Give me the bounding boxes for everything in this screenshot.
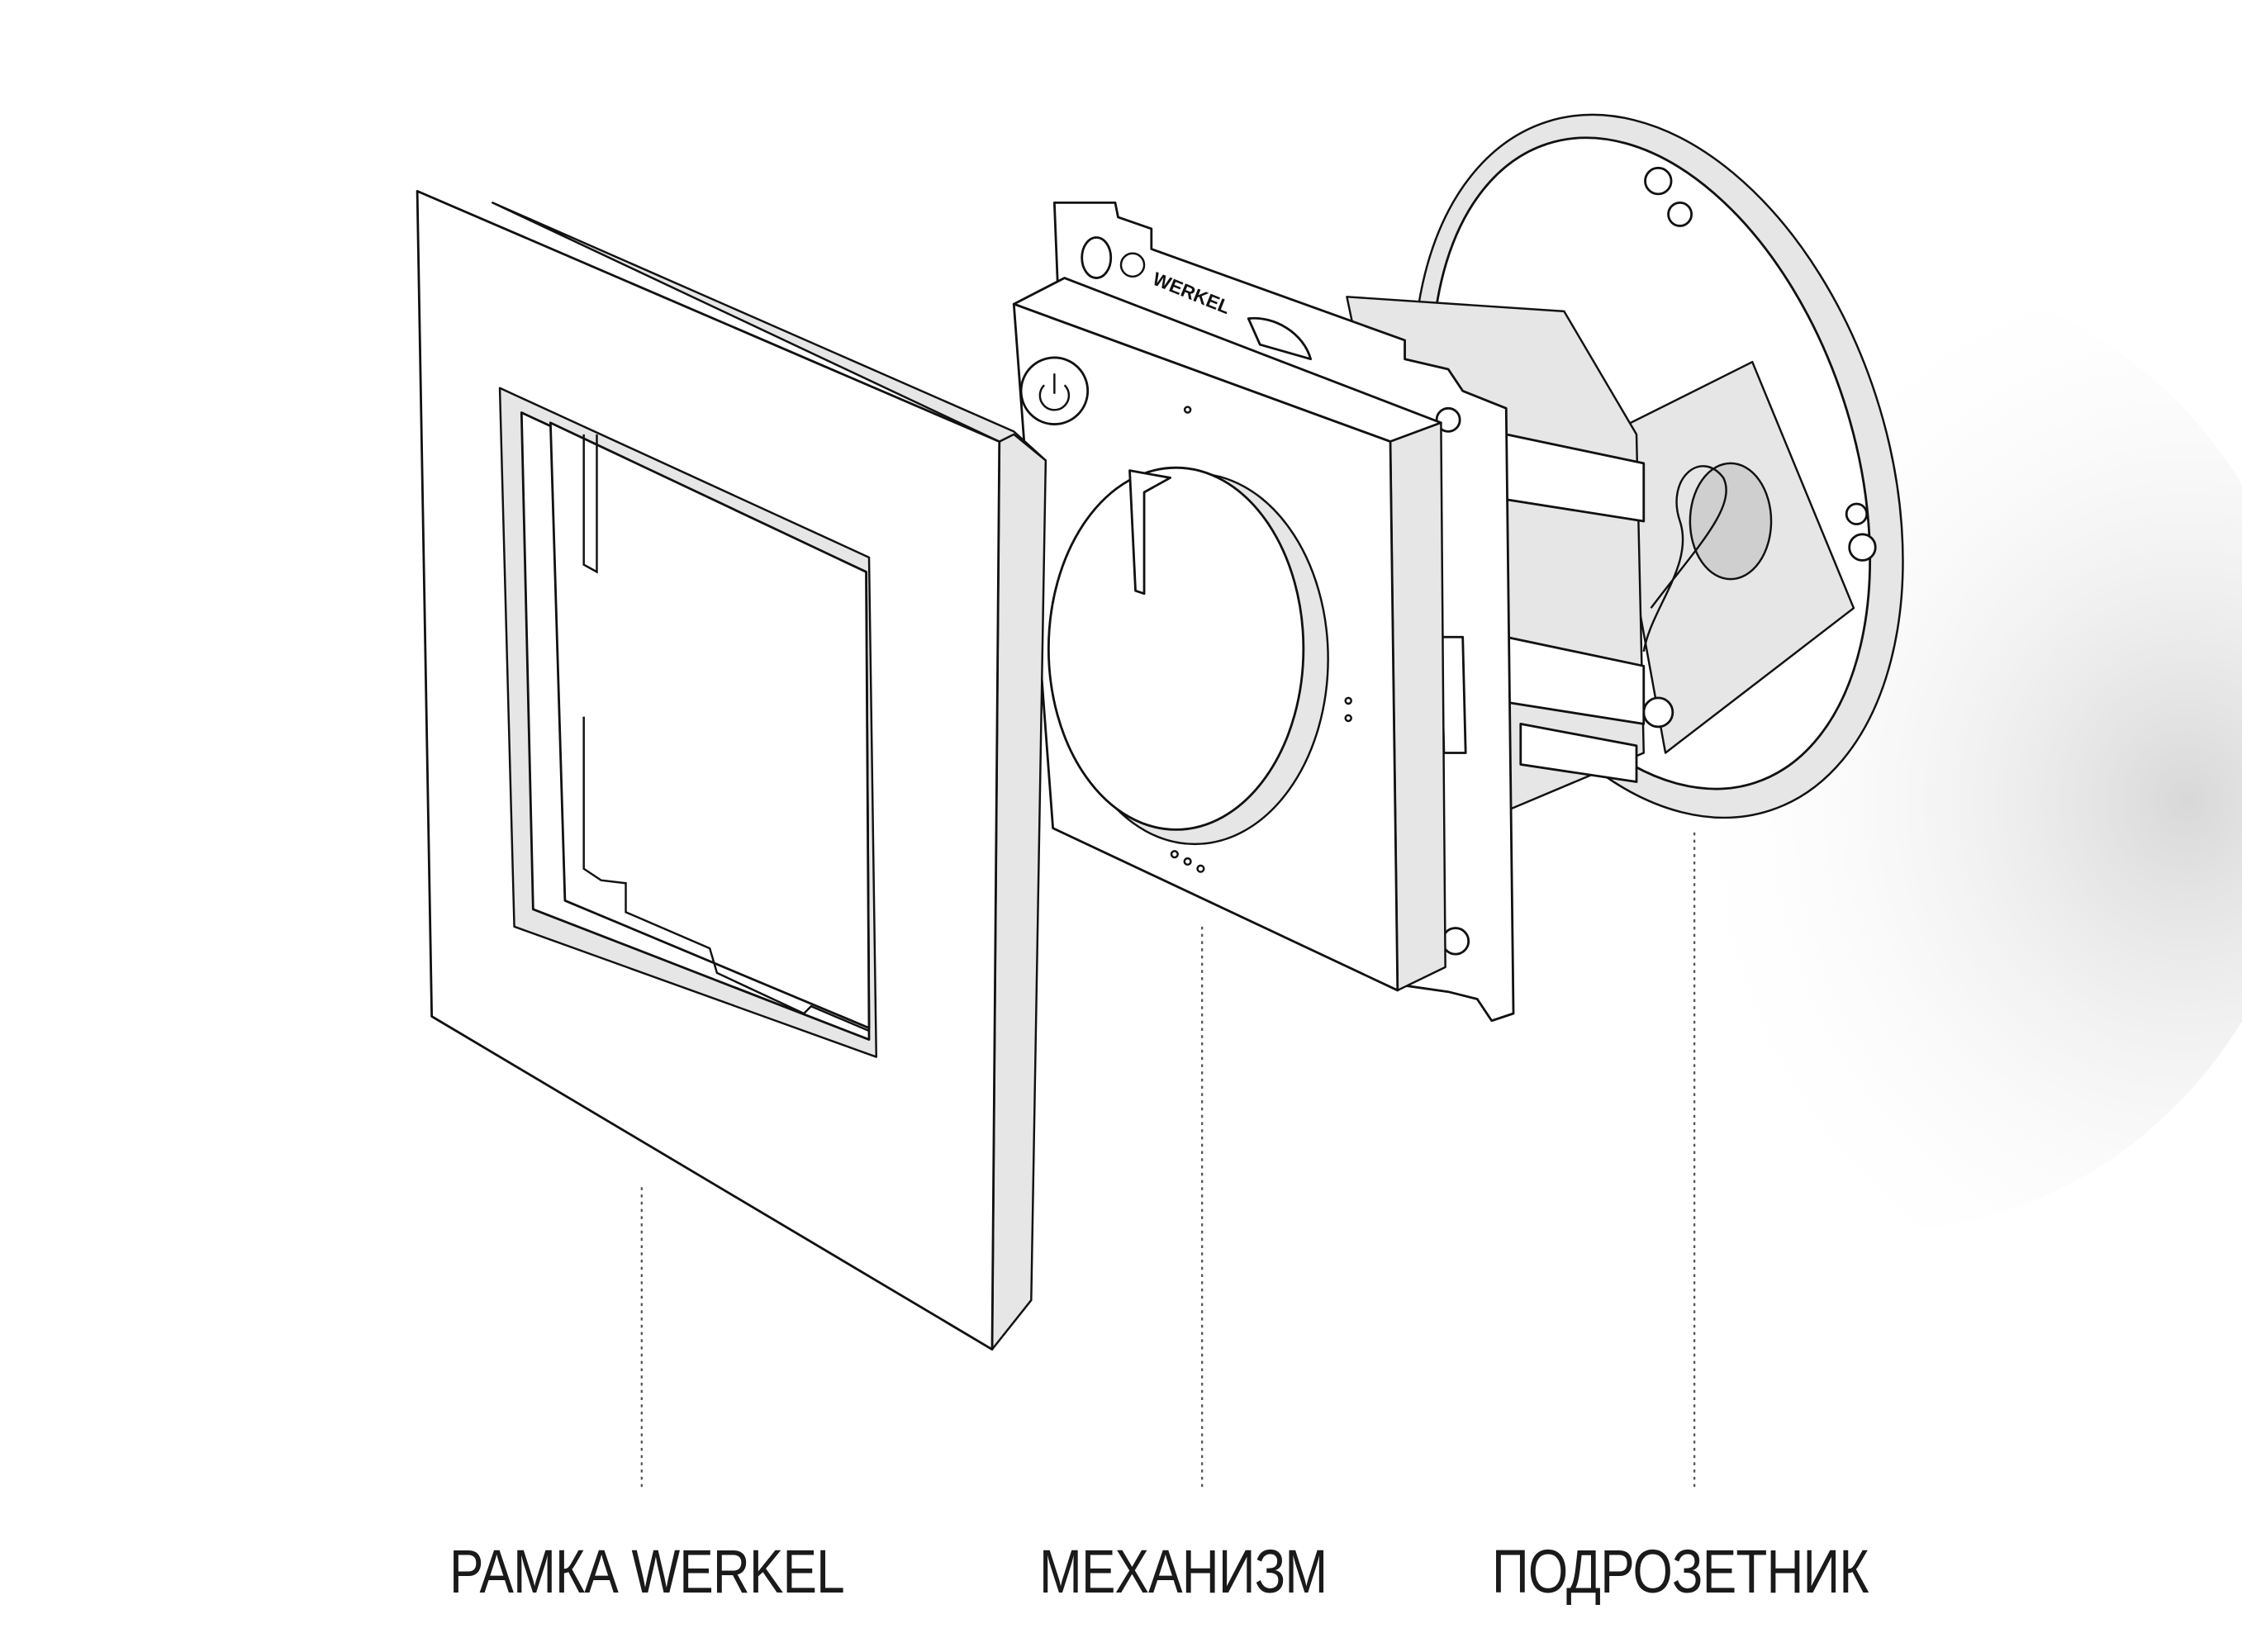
screw-icon bbox=[1644, 166, 1673, 196]
temperature-knob[interactable] bbox=[1047, 466, 1305, 831]
power-icon bbox=[1038, 373, 1071, 411]
frame bbox=[416, 189, 1047, 1351]
label-junction-box: ПОДРОЗЕТНИК bbox=[1492, 1537, 1869, 1606]
thermostat-module bbox=[1012, 277, 1446, 992]
screw-icon bbox=[1845, 502, 1869, 525]
screw-icon bbox=[1667, 201, 1693, 227]
label-mechanism: МЕХАНИЗМ bbox=[1039, 1537, 1328, 1606]
screw-icon bbox=[1642, 696, 1674, 729]
label-frame: РАМКА WERKEL bbox=[449, 1537, 845, 1606]
screw-icon bbox=[1848, 533, 1877, 562]
werkel-logo-icon bbox=[1119, 252, 1146, 278]
wire bbox=[1642, 465, 1727, 652]
knob-indicator bbox=[1128, 469, 1171, 596]
cable-entry bbox=[1689, 462, 1773, 581]
